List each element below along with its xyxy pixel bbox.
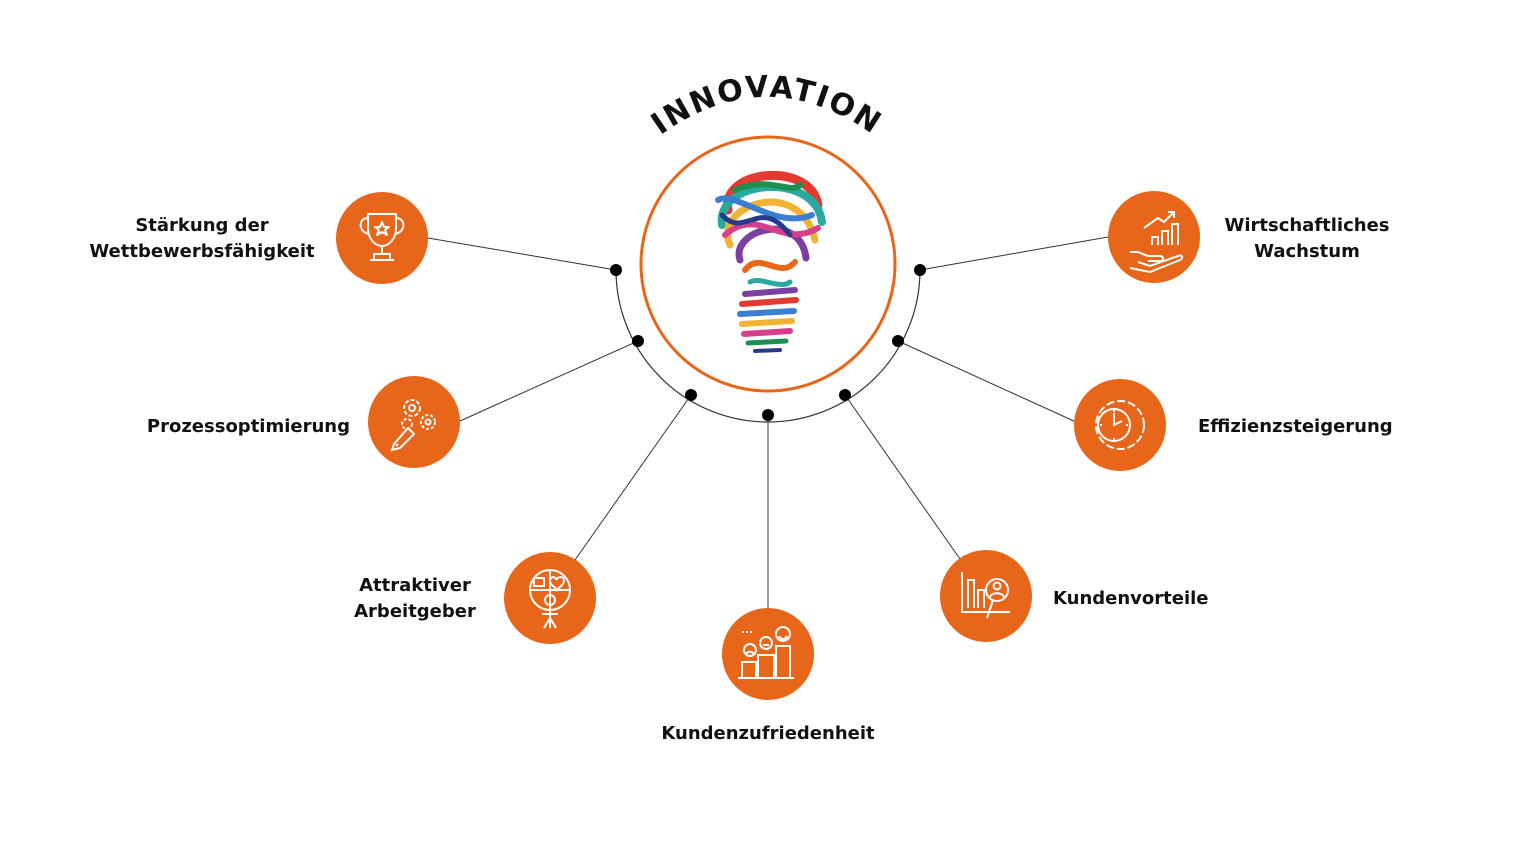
clock-gear-icon	[1095, 400, 1145, 450]
node-circle-effizienz	[1074, 379, 1166, 471]
customer-search-icon	[961, 572, 1010, 619]
label-wettbewerb-line-2: Wettbewerbsfähigkeit	[89, 241, 315, 262]
dot-wachstum	[914, 264, 926, 276]
label-effizienz-line-1: Effizienzsteigerung	[1198, 416, 1393, 437]
lightbulb-illustration	[715, 170, 826, 353]
label-prozess: Prozessoptimierung	[100, 414, 350, 440]
label-wachstum-line-2: Wachstum	[1254, 241, 1360, 262]
connector-prozess	[459, 340, 639, 422]
label-zufriedenheit-line-1: Kundenzufriedenheit	[661, 723, 875, 744]
node-circle-vorteile	[940, 550, 1032, 642]
node-vorteile	[940, 550, 1032, 642]
dot-arbeitgeber	[685, 389, 697, 401]
growth-hand-icon	[1129, 211, 1184, 274]
employee-icon	[529, 569, 571, 629]
label-wettbewerb: Stärkung der Wettbewerbsfähigkeit	[88, 213, 316, 265]
label-arbeitgeber-line-2: Arbeitgeber	[354, 601, 476, 622]
label-arbeitgeber: Attraktiver Arbeitgeber	[340, 573, 490, 625]
label-vorteile-line-1: Kundenvorteile	[1053, 588, 1209, 609]
connector-arbeitgeber	[574, 394, 692, 561]
gears-pencil-icon	[390, 399, 436, 452]
label-wachstum: Wirtschaftliches Wachstum	[1212, 213, 1402, 265]
label-zufriedenheit: Kundenzufriedenheit	[628, 721, 908, 747]
dot-wettbewerb	[610, 264, 622, 276]
node-effizienz	[1074, 379, 1166, 471]
label-wettbewerb-line-1: Stärkung der	[135, 215, 269, 236]
node-prozess	[368, 376, 460, 468]
connector-wachstum	[919, 236, 1109, 271]
label-prozess-line-1: Prozessoptimierung	[146, 416, 350, 437]
label-wachstum-line-1: Wirtschaftliches	[1224, 215, 1390, 236]
connector-effizienz	[897, 340, 1077, 423]
node-circle-wettbewerb	[336, 192, 428, 284]
junction-dots	[610, 264, 926, 421]
label-effizienz: Effizienzsteigerung	[1198, 414, 1438, 440]
label-vorteile: Kundenvorteile	[1053, 586, 1273, 612]
connector-vorteile	[844, 394, 961, 560]
connector-wettbewerb	[427, 237, 617, 271]
dot-prozess	[632, 335, 644, 347]
smiley-rating-icon	[738, 626, 794, 679]
dot-effizienz	[892, 335, 904, 347]
dot-vorteile	[839, 389, 851, 401]
dot-zufriedenheit	[762, 409, 774, 421]
node-wettbewerb	[336, 192, 428, 284]
node-wachstum	[1108, 191, 1200, 283]
node-zufriedenheit	[722, 608, 814, 700]
label-arbeitgeber-line-1: Attraktiver	[359, 575, 471, 596]
connector-lines	[427, 236, 1109, 608]
node-circle-prozess	[368, 376, 460, 468]
trophy-icon	[359, 213, 405, 261]
diagram-title: INNOVATION	[645, 70, 888, 142]
node-arbeitgeber	[504, 552, 596, 644]
